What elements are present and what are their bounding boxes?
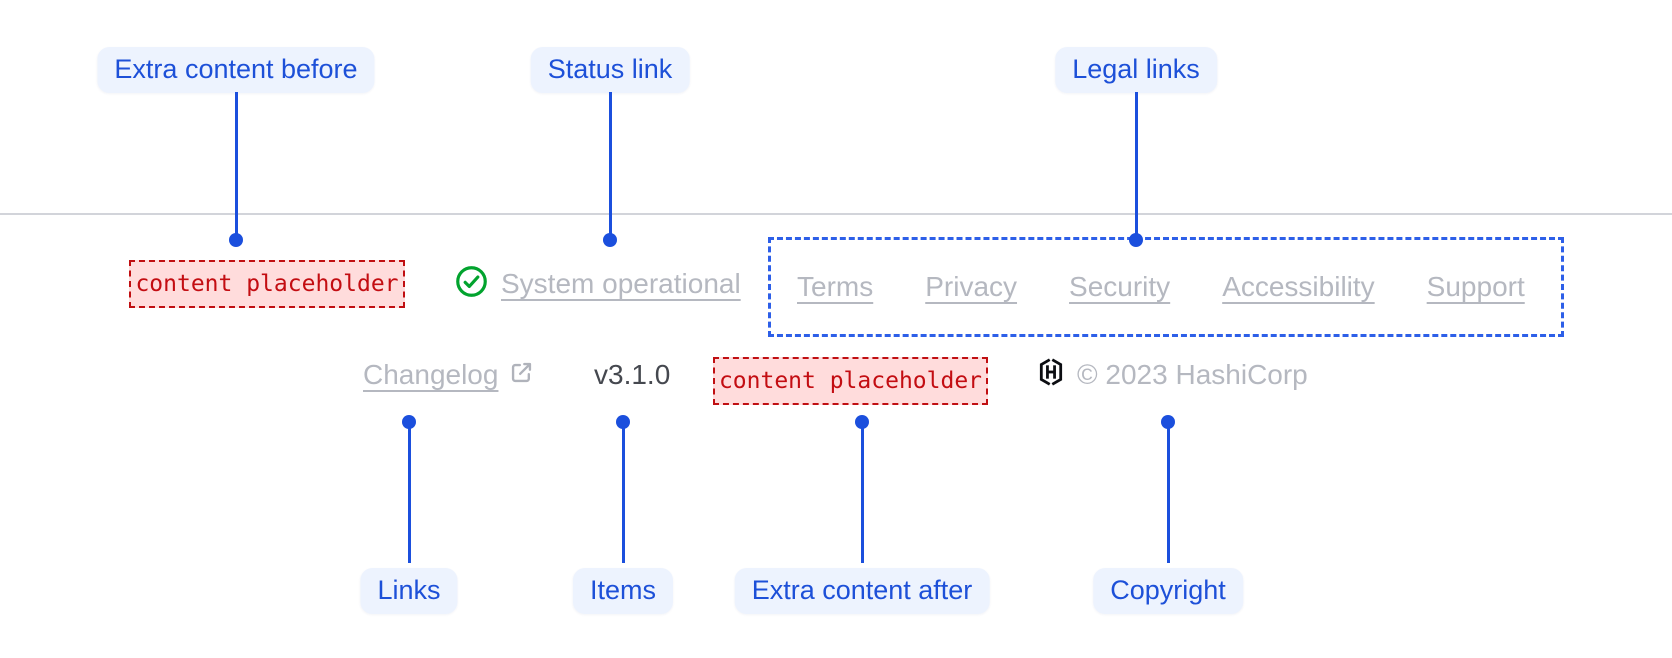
annotation-dot: [855, 415, 869, 429]
placeholder-text: content placeholder: [135, 271, 399, 297]
annotation-label: Items: [572, 568, 674, 614]
changelog-link[interactable]: Changelog: [363, 359, 499, 390]
footer-top-divider: [0, 213, 1672, 215]
version-item: v3.1.0: [594, 351, 670, 399]
annotation-line: [1134, 92, 1138, 234]
footer-links-group: Changelog: [363, 351, 535, 399]
legal-link-terms[interactable]: Terms: [797, 271, 874, 302]
legal-links-region: Terms Privacy Security Accessibility Sup…: [768, 237, 1564, 337]
copyright-group: © 2023 HashiCorp: [1038, 351, 1308, 399]
annotation-line: [1166, 428, 1170, 563]
status-link-group: System operational: [455, 260, 741, 308]
annotation-dot: [616, 415, 630, 429]
legal-link-privacy[interactable]: Privacy: [925, 271, 1018, 302]
annotation-label: Extra content after: [734, 568, 990, 614]
legal-link-security[interactable]: Security: [1069, 271, 1171, 302]
copyright-text: © 2023 HashiCorp: [1077, 359, 1308, 390]
annotation-line: [621, 428, 625, 563]
extra-content-after-placeholder: content placeholder: [713, 357, 988, 405]
annotation-dot: [229, 233, 243, 247]
annotation-label: Status link: [530, 47, 690, 93]
annotation-line: [608, 92, 612, 234]
status-link[interactable]: System operational: [501, 268, 741, 299]
annotation-dot: [603, 233, 617, 247]
check-circle-icon: [455, 265, 488, 303]
placeholder-text: content placeholder: [718, 368, 983, 394]
version-text: v3.1.0: [594, 359, 671, 390]
hashicorp-logo-icon: [1038, 358, 1064, 393]
external-link-icon: [508, 359, 535, 391]
legal-link-accessibility[interactable]: Accessibility: [1222, 271, 1375, 302]
annotation-label: Copyright: [1093, 568, 1243, 614]
annotation-dot: [1129, 233, 1143, 247]
annotation-line: [234, 92, 238, 234]
annotation-line: [860, 428, 864, 563]
legal-link-support[interactable]: Support: [1426, 271, 1525, 302]
annotation-line: [407, 428, 411, 563]
annotation-label: Legal links: [1055, 47, 1217, 93]
annotation-dot: [402, 415, 416, 429]
extra-content-before-placeholder: content placeholder: [129, 260, 405, 308]
annotation-dot: [1161, 415, 1175, 429]
annotation-label: Links: [360, 568, 458, 614]
annotation-label: Extra content before: [97, 47, 375, 93]
